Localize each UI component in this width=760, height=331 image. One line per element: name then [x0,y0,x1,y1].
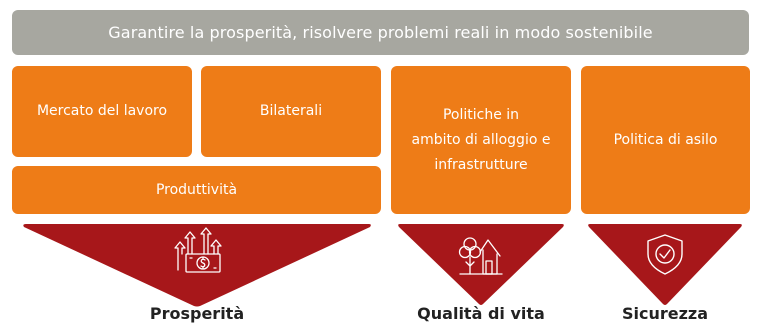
triangle-security [588,224,742,305]
triangle-quality-of-life [398,224,564,305]
house-tree-icon [458,237,503,275]
box-labor-market: Mercato del lavoro [12,66,192,157]
box-housing: Politiche in ambito di alloggio e infras… [391,66,571,214]
pillar-label-quality-of-life: Qualità di vita [417,304,545,323]
box-bilateral: Bilaterali [201,66,381,157]
pillar-label-security: Sicurezza [621,304,709,323]
pillar-label-prosperity: Prosperità [149,304,245,323]
goal-banner: Garantire la prosperità, risolvere probl… [12,10,749,55]
box-asylum: Politica di asilo [581,66,750,214]
box-productivity: Produttività [12,166,381,214]
growth-money-icon [174,227,222,273]
shield-check-icon [647,234,683,275]
